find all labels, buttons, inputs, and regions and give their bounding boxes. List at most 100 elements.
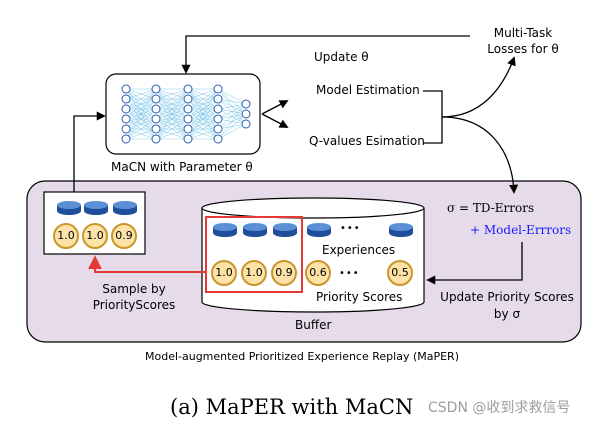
model-estimation-label: Model Estimation bbox=[316, 83, 420, 97]
network-edge bbox=[155, 98, 189, 140]
network-edge bbox=[125, 128, 157, 140]
network-edge bbox=[155, 118, 189, 140]
sigma-td-errors: σ = TD-Errors bbox=[447, 201, 535, 215]
to-sigma-arrow bbox=[441, 116, 519, 194]
network-node bbox=[241, 119, 251, 129]
update-priority-line2: by σ bbox=[493, 307, 521, 321]
network-node bbox=[121, 134, 131, 144]
network-edge bbox=[125, 88, 157, 120]
model-errors: + Model-Errrors bbox=[470, 223, 572, 237]
network-edge bbox=[187, 88, 219, 140]
buffer-score-3: 0.9 bbox=[271, 260, 297, 286]
network-node bbox=[121, 94, 131, 104]
red-sample-arrow bbox=[88, 255, 206, 273]
network-edge bbox=[187, 128, 219, 140]
network-node bbox=[213, 84, 223, 94]
sample-disk-1 bbox=[57, 201, 81, 215]
update-theta-label: Update θ bbox=[314, 50, 369, 64]
network-node bbox=[213, 124, 223, 134]
network-node bbox=[121, 84, 131, 94]
network-node bbox=[151, 104, 161, 114]
to-q-values-arrow bbox=[261, 113, 289, 128]
network-edge bbox=[187, 98, 219, 140]
network-edge bbox=[125, 88, 157, 130]
sample-label-line2: PriorityScores bbox=[92, 298, 176, 312]
buffer-disk-1 bbox=[213, 223, 237, 237]
buffer-disk-3 bbox=[273, 223, 297, 237]
network-node bbox=[151, 84, 161, 94]
network-node bbox=[151, 124, 161, 134]
sample-score-3: 0.9 bbox=[111, 223, 137, 249]
network-node bbox=[183, 134, 193, 144]
network-node bbox=[241, 109, 251, 119]
to-model-estimation-arrow bbox=[261, 100, 289, 115]
network-node bbox=[213, 104, 223, 114]
sample-score-2: 1.0 bbox=[82, 223, 108, 249]
experiences-label: Experiences bbox=[322, 243, 396, 257]
to-losses-arrow bbox=[441, 56, 516, 118]
network-edge bbox=[155, 108, 189, 140]
sample-disk-3 bbox=[113, 201, 137, 215]
network-edge bbox=[155, 88, 189, 110]
sample-label-line1: Sample by bbox=[102, 282, 166, 296]
network-edge bbox=[125, 108, 157, 140]
scores-ellipsis: ••• bbox=[339, 268, 360, 279]
network-node bbox=[183, 84, 193, 94]
network-node bbox=[151, 114, 161, 124]
network-edge bbox=[217, 103, 247, 110]
buffer-disk-5 bbox=[389, 223, 413, 237]
watermark: CSDN @收到求救信号 bbox=[428, 400, 571, 416]
sample-score-1: 1.0 bbox=[53, 223, 79, 249]
buffer-score-2: 1.0 bbox=[241, 260, 267, 286]
buffer-disk-2 bbox=[243, 223, 267, 237]
network-node bbox=[121, 124, 131, 134]
priority-scores-label: Priority Scores bbox=[316, 290, 403, 304]
network-caption: MaCN with Parameter θ bbox=[111, 160, 253, 174]
network-edge bbox=[187, 88, 219, 120]
network-edge bbox=[217, 103, 247, 140]
update-priority-line1: Update Priority Scores bbox=[440, 290, 574, 304]
update-arrow bbox=[181, 35, 470, 74]
experiences-ellipsis: ••• bbox=[340, 223, 361, 234]
losses-line2: Losses for θ bbox=[487, 42, 559, 56]
network-edge bbox=[125, 98, 157, 140]
sample-disk-2 bbox=[84, 201, 108, 215]
network-edge bbox=[217, 123, 247, 140]
network-edge bbox=[187, 108, 219, 140]
network-node bbox=[241, 99, 251, 109]
network-edge bbox=[155, 88, 189, 130]
network-edge bbox=[217, 103, 247, 130]
buffer-label: Buffer bbox=[295, 318, 332, 332]
network-edge bbox=[125, 88, 157, 140]
network-node bbox=[121, 114, 131, 124]
network-node bbox=[213, 134, 223, 144]
network-node bbox=[151, 94, 161, 104]
buffer-score-1: 1.0 bbox=[211, 260, 237, 286]
sample-to-network-arrow bbox=[73, 111, 106, 192]
network-edge bbox=[125, 88, 157, 110]
network-node bbox=[183, 94, 193, 104]
network-node bbox=[121, 104, 131, 114]
network-edge bbox=[187, 88, 219, 100]
network-edge bbox=[217, 98, 247, 105]
network-edge bbox=[155, 128, 189, 140]
q-values-label: Q-values Esimation bbox=[309, 134, 425, 148]
maper-caption: Model-augmented Prioritized Experience R… bbox=[144, 350, 459, 363]
network-node bbox=[183, 124, 193, 134]
network-edge bbox=[125, 88, 157, 100]
network-edge bbox=[217, 103, 247, 120]
network-edge bbox=[187, 88, 219, 110]
buffer-score-5: 0.5 bbox=[387, 260, 413, 286]
network-edge bbox=[217, 113, 247, 140]
network-node bbox=[183, 104, 193, 114]
network-node bbox=[151, 134, 161, 144]
losses-line1: Multi-Task bbox=[493, 26, 553, 40]
network-edge bbox=[155, 88, 189, 120]
network-node bbox=[213, 114, 223, 124]
network-edge bbox=[217, 88, 247, 105]
network-edge bbox=[125, 118, 157, 140]
network-edge bbox=[187, 88, 219, 130]
buffer-score-4: 0.6 bbox=[305, 260, 331, 286]
network-node bbox=[183, 114, 193, 124]
network-edge bbox=[155, 88, 189, 140]
